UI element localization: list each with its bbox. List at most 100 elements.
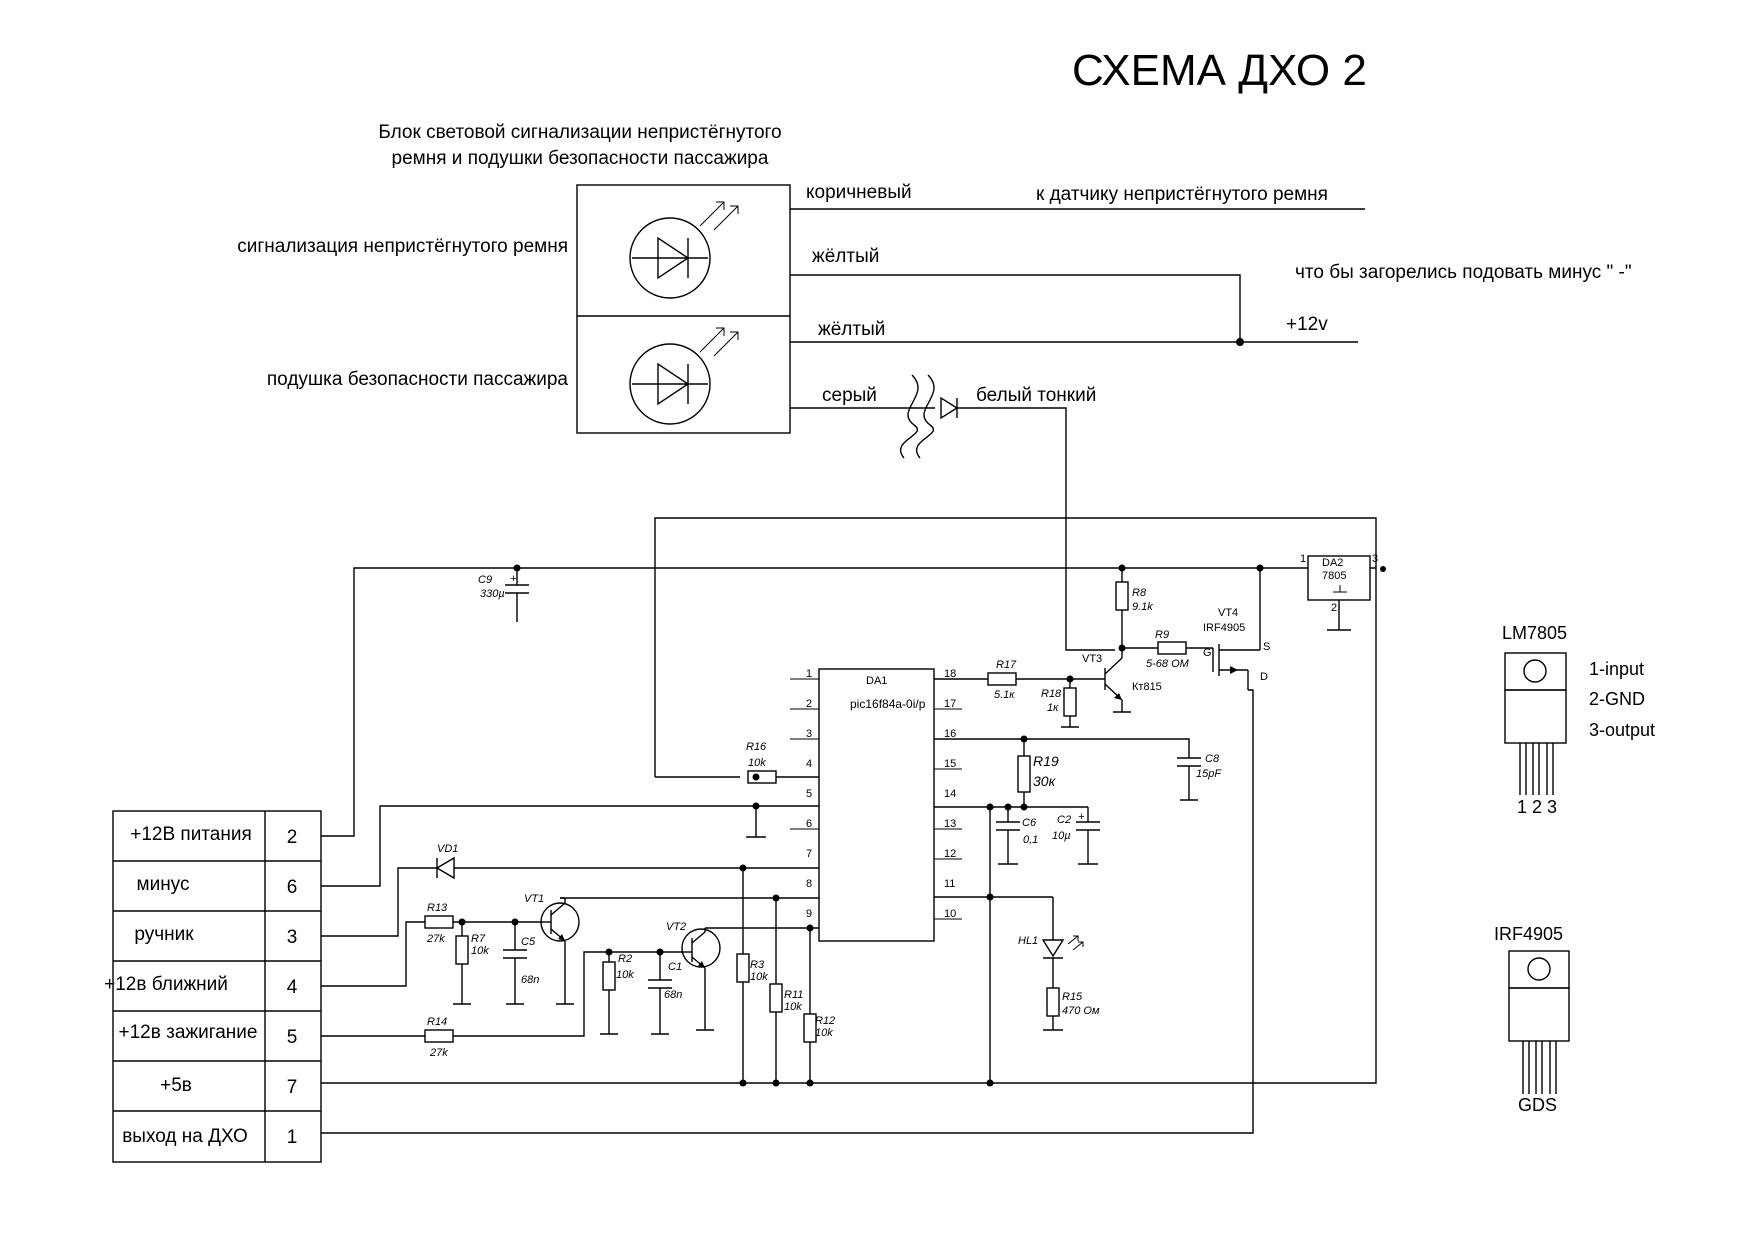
svg-text:8: 8 — [806, 878, 812, 890]
vt2-ref: VT2 — [666, 921, 686, 933]
r18-value: 1к — [1047, 702, 1059, 714]
r7-ref: R7 — [471, 933, 486, 945]
r17-value: 5.1к — [994, 689, 1015, 701]
svg-text:1: 1 — [1300, 553, 1306, 565]
r15-value: 470 Ом — [1062, 1005, 1100, 1017]
c1-ref: C1 — [668, 961, 682, 973]
r8-ref: R8 — [1132, 587, 1147, 599]
output-wire — [321, 689, 1254, 1134]
svg-text:2: 2 — [806, 698, 812, 710]
svg-text:7: 7 — [806, 848, 812, 860]
c8-ref: C8 — [1205, 753, 1220, 765]
airbag-lamp-label: подушка безопасности пассажира — [267, 369, 569, 390]
svg-text:13: 13 — [944, 818, 956, 830]
connector-table: +12В питания 2 минус 6 ручник 3 +12в бли… — [104, 810, 322, 1163]
r12-value: 10k — [815, 1027, 833, 1039]
r19-ref: R19 — [1033, 753, 1059, 769]
da2-value: 7805 — [1322, 570, 1346, 582]
mcu-da1 — [818, 668, 935, 942]
r7-value: 10k — [471, 945, 489, 957]
svg-text:6: 6 — [806, 818, 812, 830]
conn-pin-7: 1 — [287, 1127, 298, 1148]
svg-text:15: 15 — [944, 758, 956, 770]
irf4905-package: IRF4905 GDS — [1494, 924, 1570, 1115]
lm7805-package: LM7805 1 2 3 1-input 2-GND 3-output — [1502, 623, 1655, 817]
vt4-mosfet-icon — [1212, 568, 1261, 690]
c2-value: 10µ — [1052, 830, 1071, 842]
conn-name-3: ручник — [134, 924, 194, 945]
da2-ref: DA2 — [1322, 557, 1343, 569]
c9-value: 330µ — [480, 588, 505, 600]
main-wiring: C9 + 330µ R16 10k DA2 7805 1 3 2 R8 9.1k — [321, 517, 1386, 1134]
vt3-ref: VT3 — [1082, 653, 1102, 665]
r8-value: 9.1k — [1132, 601, 1153, 613]
r13-value: 27k — [426, 933, 445, 945]
svg-text:+: + — [510, 573, 517, 585]
r14-ref: R14 — [427, 1016, 447, 1028]
conn-name-4: +12в ближний — [104, 974, 228, 995]
svg-text:4: 4 — [806, 758, 812, 770]
conn-name-5: +12в зажигание — [119, 1022, 258, 1043]
handbrake-line — [321, 867, 437, 937]
irf4905-name: IRF4905 — [1494, 924, 1563, 944]
white-wire — [957, 407, 1115, 651]
c6-value: 0,1 — [1023, 834, 1038, 846]
vt3-transistor-icon — [1104, 648, 1131, 713]
hl1-led-icon — [1041, 935, 1084, 959]
cut-mark-2 — [900, 374, 919, 459]
r19-value: 30к — [1033, 773, 1057, 789]
vt4-ref: VT4 — [1218, 607, 1238, 619]
r18-ref: R18 — [1041, 688, 1062, 700]
brown-wire-label: коричневый — [806, 182, 912, 203]
r16-value: 10k — [748, 757, 766, 769]
diagram-title: СХЕМА ДХО 2 — [1072, 46, 1367, 95]
c9-ref: C9 — [478, 574, 492, 586]
grey-wire-label: серый — [822, 385, 877, 406]
belt-sensor-label: к датчику непристёгнутого ремня — [1036, 184, 1328, 205]
conn-pin-6: 7 — [287, 1077, 298, 1098]
r14-value: 27k — [429, 1047, 448, 1059]
r13-ref: R13 — [427, 902, 448, 914]
airbag-lamp-icon — [629, 327, 739, 425]
c6-ref: C6 — [1022, 817, 1037, 829]
lm7805-pins: 1 2 3 — [1517, 797, 1557, 817]
vd1-ref: VD1 — [437, 843, 458, 855]
cut-mark-1 — [916, 374, 935, 459]
svg-text:17: 17 — [944, 698, 956, 710]
panel-heading-1: Блок световой сигнализации непристёгнуто… — [378, 122, 781, 143]
r15-ref: R15 — [1062, 991, 1083, 1003]
vt1-transistor-icon — [540, 898, 580, 1004]
c8-value: 15pF — [1196, 768, 1222, 780]
belt-lamp-icon — [629, 201, 739, 299]
conn-name-1: +12В питания — [130, 824, 252, 845]
mcu-right-pins: 18 17 16 15 14 13 12 11 10 — [934, 668, 962, 920]
svg-text:G: G — [1203, 647, 1212, 659]
r11-value: 10k — [784, 1001, 802, 1013]
c2-ref: C2 — [1057, 814, 1071, 826]
svg-text:18: 18 — [944, 668, 956, 680]
signal-panel: Блок световой сигнализации непристёгнуто… — [237, 122, 1632, 651]
svg-text:S: S — [1263, 641, 1270, 653]
svg-text:16: 16 — [944, 728, 956, 740]
irf4905-pins: GDS — [1518, 1095, 1557, 1115]
conn-name-7: выход на ДХО — [122, 1126, 248, 1147]
r16-ref: R16 — [746, 741, 767, 753]
c5-ref: C5 — [521, 936, 536, 948]
yellow-wire-1-label: жёлтый — [812, 246, 879, 267]
conn-name-2: минус — [137, 874, 190, 895]
white-wire-label: белый тонкий — [976, 385, 1096, 406]
yellow-junction — [1236, 338, 1244, 346]
svg-text:2: 2 — [1331, 602, 1337, 614]
conn-pin-5: 5 — [287, 1027, 298, 1048]
panel-box — [576, 184, 791, 434]
c1-value: 68n — [664, 989, 682, 1001]
conn-pin-3: 3 — [287, 927, 298, 948]
ground-line — [321, 805, 819, 887]
lm7805-desc-2: 2-GND — [1589, 689, 1645, 709]
yellow-wire-2-label: жёлтый — [818, 319, 885, 340]
panel-heading-2: ремня и подушки безопасности пассажира — [392, 148, 769, 169]
yellow-wire-1 — [790, 274, 1241, 342]
svg-text:10: 10 — [944, 908, 956, 920]
r3-value: 10k — [750, 971, 768, 983]
